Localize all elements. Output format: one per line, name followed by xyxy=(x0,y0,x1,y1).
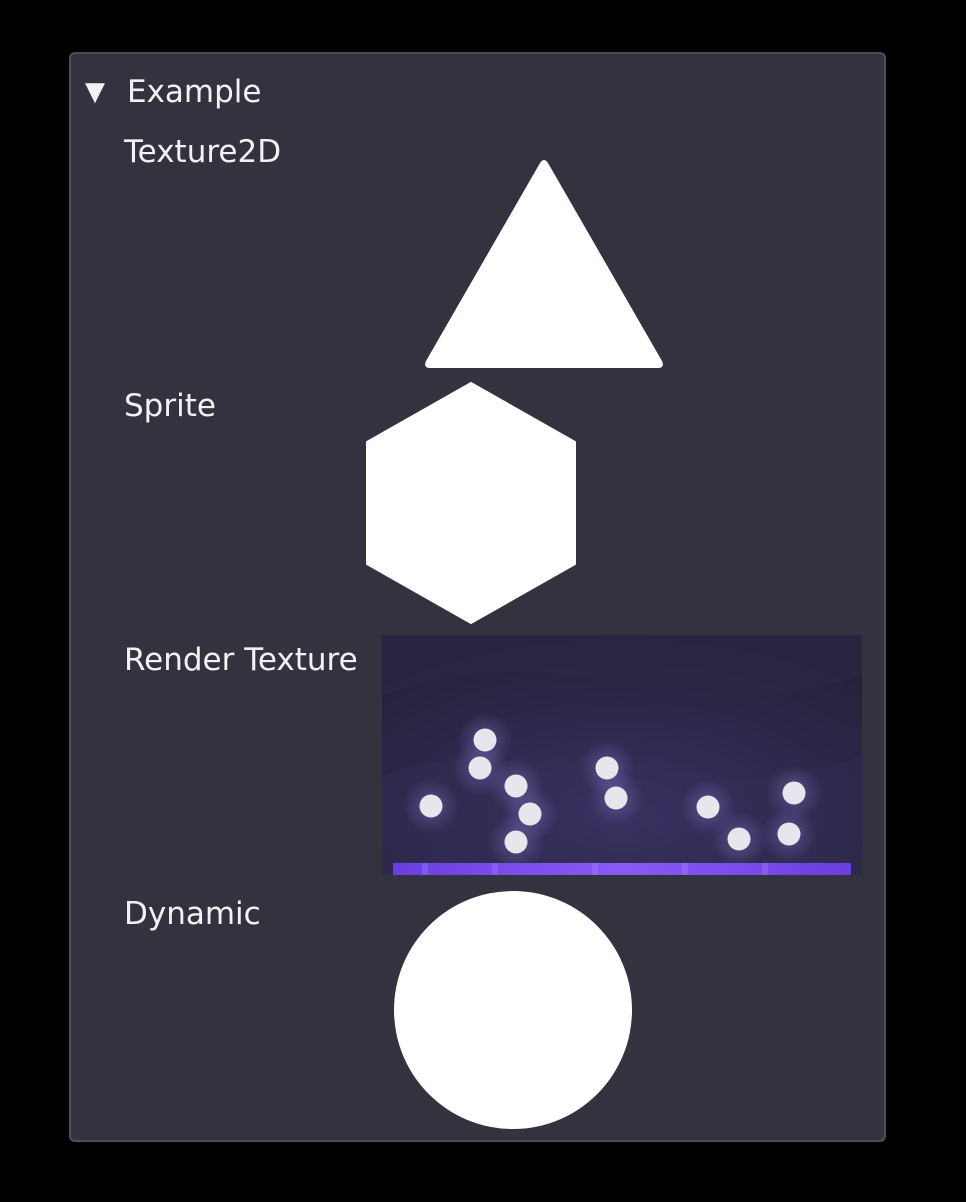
texture2d-preview[interactable] xyxy=(422,157,666,371)
hexagon-shape xyxy=(366,382,576,624)
foldout-title: Example xyxy=(127,74,262,110)
floor-bar xyxy=(393,863,851,875)
triangle-shape xyxy=(425,160,663,368)
example-foldout[interactable]: ▼ Example xyxy=(85,72,262,112)
circle-shape xyxy=(394,891,632,1129)
texture2d-label: Texture2D xyxy=(124,134,282,170)
inspector-panel: ▼ Example Texture2D Sprite Render Textur… xyxy=(69,52,886,1142)
dynamic-preview[interactable] xyxy=(392,889,634,1131)
render-texture-preview[interactable] xyxy=(382,635,862,875)
particles xyxy=(419,728,806,854)
sprite-preview[interactable] xyxy=(364,381,578,625)
sprite-label: Sprite xyxy=(124,388,216,424)
dynamic-label: Dynamic xyxy=(124,896,261,932)
particle-scene xyxy=(382,635,862,875)
triangle-down-icon[interactable]: ▼ xyxy=(85,77,105,107)
render-texture-label: Render Texture xyxy=(124,642,358,678)
particle-halos xyxy=(403,712,822,870)
